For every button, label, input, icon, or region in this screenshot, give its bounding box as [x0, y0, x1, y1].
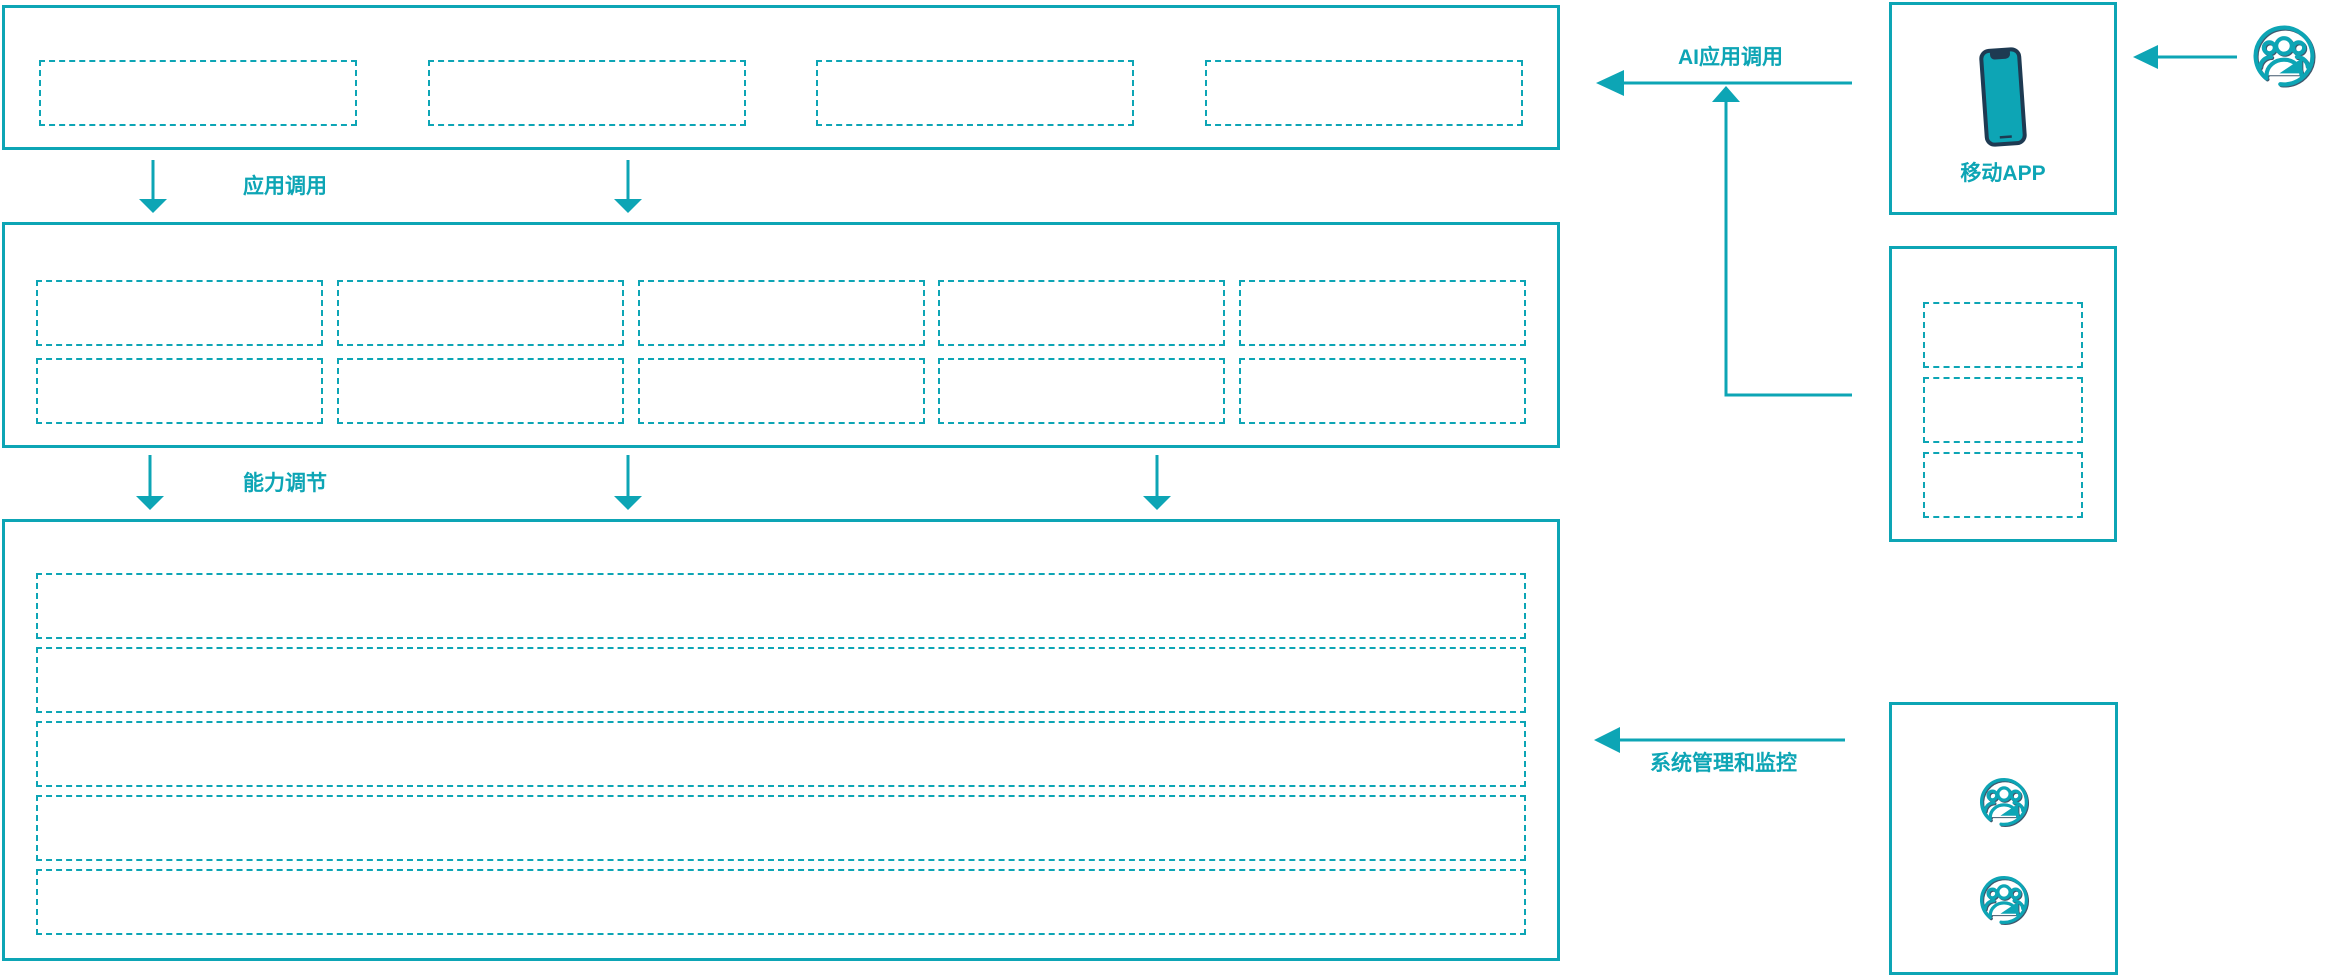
platform-placeholder-row	[36, 573, 1526, 639]
platform-placeholder-row	[36, 647, 1526, 713]
label-capability-adjust: 能力调节	[243, 472, 327, 495]
platform-layer-box	[2, 519, 1560, 961]
capability-layer-box	[2, 222, 1560, 448]
application-placeholder-box	[39, 60, 357, 126]
integration-placeholder-box	[1923, 452, 2083, 518]
platform-placeholder-row	[36, 795, 1526, 861]
admin-users-icon	[1978, 776, 2030, 828]
label-system-management: 系统管理和监控	[1650, 752, 1797, 775]
capability-placeholder-box	[938, 358, 1226, 424]
application-layer-box	[2, 5, 1560, 150]
capability-row-2	[36, 358, 1526, 424]
arrow-user-to-mobile-app	[2133, 45, 2237, 69]
platform-placeholder-row	[36, 721, 1526, 787]
integration-box	[1889, 246, 2117, 542]
application-placeholder-box	[1204, 60, 1523, 126]
capability-placeholder-box	[637, 358, 925, 424]
arrow-system-management	[1594, 727, 1845, 753]
application-placeholder-box	[427, 60, 746, 126]
capability-placeholder-box	[938, 280, 1226, 346]
capability-placeholder-box	[1239, 280, 1526, 346]
arrow-capability-3	[1143, 455, 1171, 510]
arrow-ai-app-call	[1596, 70, 1852, 96]
mobile-app-label: 移动APP	[1960, 162, 2046, 185]
admin-users-icon	[1978, 874, 2030, 926]
capability-placeholder-box	[36, 358, 323, 424]
capability-placeholder-box	[36, 280, 323, 346]
capability-placeholder-box	[637, 280, 925, 346]
connector-integration-to-ai-call	[1712, 86, 1852, 397]
arrow-capability-2	[614, 455, 642, 510]
integration-placeholder-box	[1923, 302, 2083, 368]
integration-placeholder-box	[1923, 377, 2083, 443]
capability-row-1	[36, 280, 1526, 346]
capability-placeholder-box	[336, 280, 624, 346]
phone-icon	[1973, 33, 2033, 161]
capability-placeholder-box	[336, 358, 624, 424]
application-placeholder-box	[816, 60, 1135, 126]
mobile-app-box: 移动APP	[1889, 2, 2117, 215]
platform-placeholder-row	[36, 869, 1526, 935]
user-group-icon	[2251, 23, 2317, 89]
capability-placeholder-box	[1239, 358, 1526, 424]
label-app-call: 应用调用	[243, 175, 327, 198]
admin-box	[1889, 702, 2118, 975]
arrow-app-call-2	[614, 160, 642, 213]
arrow-capability-1	[136, 455, 164, 510]
arrow-app-call-1	[139, 160, 167, 213]
label-ai-app-call: AI应用调用	[1678, 46, 1783, 69]
